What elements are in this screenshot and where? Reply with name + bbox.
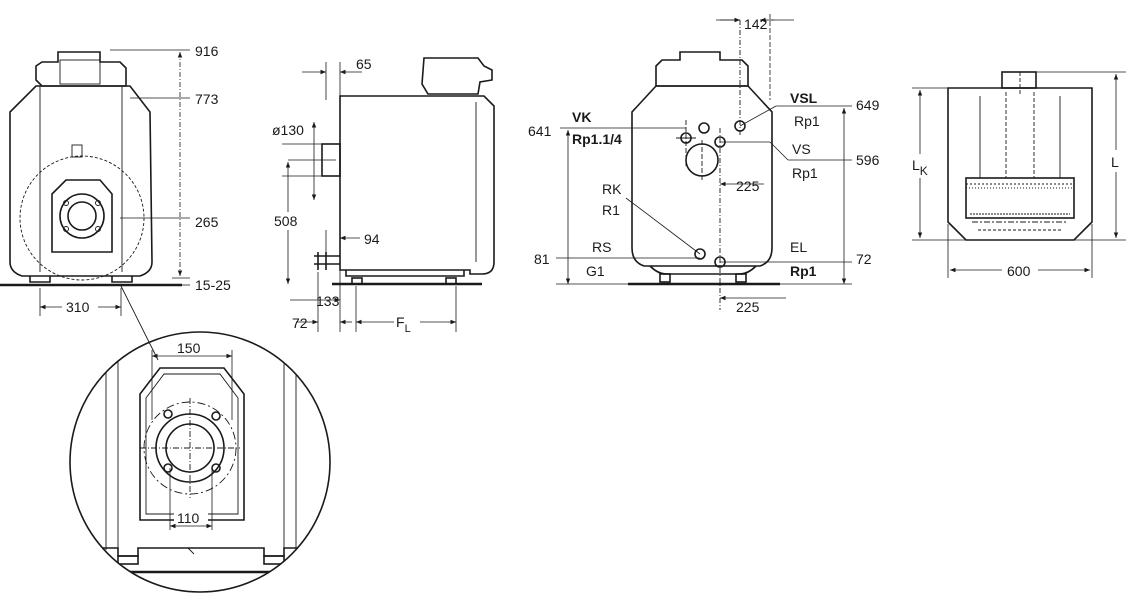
rk-port — [694, 248, 706, 260]
label-vk: VK — [572, 109, 591, 125]
detail-leader-line — [119, 283, 159, 361]
front-body — [9, 85, 153, 277]
front-top-hood — [35, 51, 127, 87]
front-view: 916 773 265 15-25 310 — [0, 43, 231, 361]
side-view: 65 ø130 508 94 133 72 FL — [270, 56, 495, 335]
label-rk: RK — [602, 181, 622, 197]
detail-burner-plate — [139, 367, 245, 521]
dim-142: 142 — [744, 16, 768, 32]
dim-600: 600 — [1007, 263, 1031, 279]
label-rs: RS — [592, 239, 611, 255]
rear-bottom — [649, 265, 757, 275]
side-top-hood — [421, 57, 493, 95]
dim-110: 110 — [177, 510, 200, 526]
dim-65: 65 — [356, 56, 372, 72]
label-rk-size: R1 — [602, 202, 620, 218]
depth-heat-exchanger — [965, 177, 1075, 219]
dim-81: 81 — [534, 251, 550, 267]
rear-view: 142 VK 641 Rp1.1/4 VSL Rp1 649 VS Rp1 59… — [528, 14, 880, 315]
dim-o130: ø130 — [272, 122, 304, 138]
depth-flue-top — [1001, 71, 1037, 89]
dim-lk: LK — [912, 157, 928, 178]
rear-top — [655, 51, 749, 87]
dim-72-side: 72 — [292, 315, 308, 331]
side-drain-fitting — [314, 252, 340, 270]
dim-94: 94 — [364, 231, 380, 247]
dim-310: 310 — [66, 299, 90, 315]
label-vs-size: Rp1 — [792, 165, 818, 181]
rear-body — [631, 85, 773, 267]
dim-150: 150 — [177, 340, 201, 356]
front-hood-panel — [59, 59, 101, 85]
front-sight-glass — [71, 144, 83, 158]
side-body — [339, 95, 495, 275]
dim-133: 133 — [316, 293, 340, 309]
dim-773: 773 — [195, 91, 219, 107]
detail-base — [100, 547, 300, 557]
dim-fl: FL — [396, 314, 411, 335]
front-body-folds — [39, 86, 123, 272]
label-el: EL — [790, 239, 807, 255]
front-burner-plate — [51, 179, 113, 253]
dim-596: 596 — [856, 152, 880, 168]
side-base — [345, 270, 465, 277]
front-feet — [29, 276, 133, 283]
label-rs-size: G1 — [586, 263, 605, 279]
dim-916: 916 — [195, 43, 219, 59]
dim-72-rear: 72 — [856, 251, 872, 267]
dim-508: 508 — [274, 213, 298, 229]
dim-15-25: 15-25 — [195, 277, 231, 293]
label-vk-size: Rp1.1/4 — [572, 131, 622, 147]
depth-body — [947, 87, 1093, 241]
dim-649: 649 — [856, 97, 880, 113]
dim-265: 265 — [195, 214, 219, 230]
depth-view: LK L 600 — [910, 71, 1128, 279]
dim-641: 641 — [528, 123, 552, 139]
label-vsl-size: Rp1 — [794, 113, 820, 129]
burner-detail-view: 150 110 — [69, 331, 331, 593]
label-vsl: VSL — [790, 90, 818, 106]
dim-225-bottom: 225 — [736, 299, 760, 315]
dim-225-top: 225 — [736, 178, 760, 194]
front-burner-ring — [59, 193, 105, 239]
front-burner-port — [67, 201, 97, 231]
label-vs: VS — [792, 141, 811, 157]
dim-l: L — [1111, 154, 1119, 170]
label-el-size: Rp1 — [790, 263, 817, 279]
detail-circle-border — [69, 331, 331, 593]
